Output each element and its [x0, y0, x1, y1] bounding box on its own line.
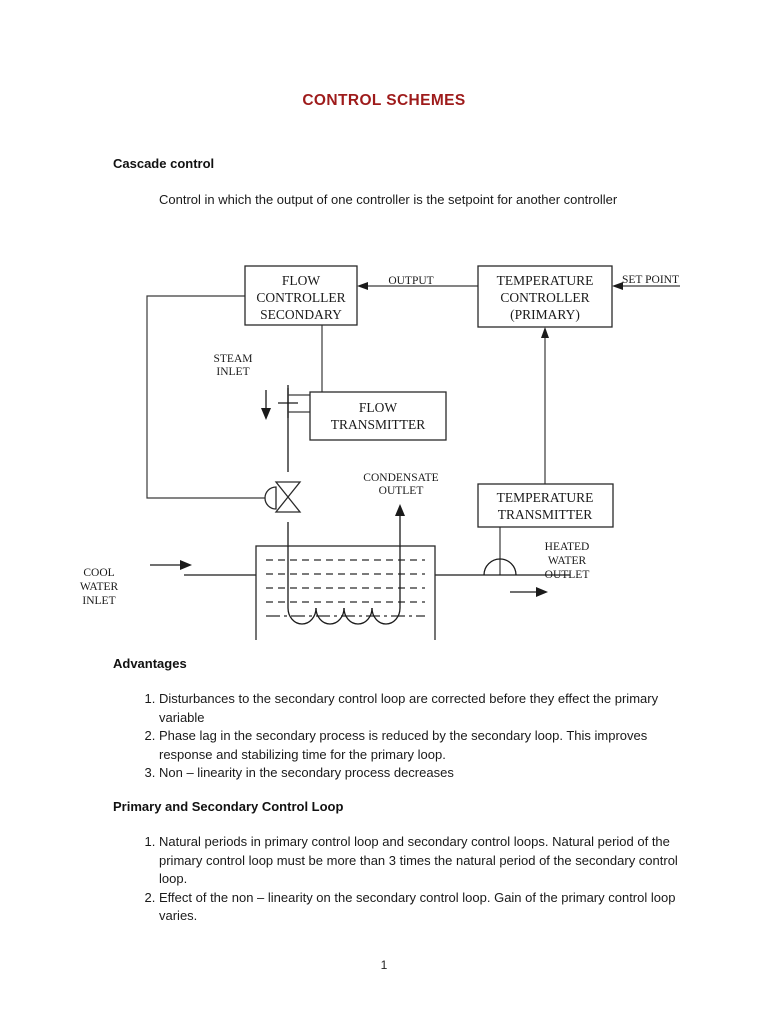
control-valve-body-lower: [274, 495, 302, 513]
condensate-outlet-label-line2: OUTLET: [379, 485, 424, 497]
temperature-feedback-arrowhead: [541, 327, 549, 338]
list-item: Natural periods in primary control loop …: [159, 833, 679, 889]
list-item: Effect of the non – linearity on the sec…: [159, 889, 679, 926]
flow-transmitter-box: [309, 391, 447, 441]
temperature-controller-box: [477, 265, 613, 328]
temperature-controller-label-line3: (PRIMARY): [510, 307, 580, 322]
flow-controller-label-line2: CONTROLLER: [256, 290, 345, 305]
flow-controller-label-line1: FLOW: [282, 273, 321, 288]
cascade-control-loop-diagram: FLOW CONTROLLER SECONDARY TEMPERATURE CO…: [0, 240, 768, 640]
flow-controller-label-line3: SECONDARY: [260, 307, 342, 322]
section-heading-cascade-control: Cascade control: [113, 156, 215, 171]
temperature-transmitter-label-line1: TEMPERATURE: [497, 490, 594, 505]
heating-coil-loop-3: [343, 607, 373, 625]
primary-secondary-loop-list: Natural periods in primary control loop …: [131, 833, 679, 926]
cool-water-inlet-label-line2: WATER: [80, 581, 119, 593]
advantages-list: Disturbances to the secondary control lo…: [131, 690, 679, 783]
cascade-control-description: Control in which the output of one contr…: [159, 192, 618, 207]
flow-controller-box: [244, 265, 358, 326]
heating-coil-loop-1: [287, 607, 317, 625]
condensate-outlet-label-line1: CONDENSATE: [363, 472, 438, 484]
section-heading-advantages: Advantages: [113, 656, 187, 671]
list-item: Non – linearity in the secondary process…: [159, 764, 679, 783]
heated-water-outlet-label-line3: OUTLET: [545, 569, 590, 581]
secondary-feedback-line: [146, 295, 265, 499]
temperature-controller-label-line2: CONTROLLER: [500, 290, 589, 305]
heated-water-outlet-label-line1: HEATED: [545, 541, 590, 553]
output-arrowhead: [357, 282, 368, 290]
cool-water-inlet-label-line1: COOL: [83, 567, 114, 579]
cool-water-arrowhead: [180, 560, 192, 570]
cool-water-inlet-label-line3: INLET: [82, 595, 115, 607]
temperature-controller-label-line1: TEMPERATURE: [497, 273, 594, 288]
heated-water-arrowhead: [536, 587, 548, 597]
list-item: Disturbances to the secondary control lo…: [159, 690, 679, 727]
control-valve-body-upper: [274, 481, 302, 499]
temperature-transmitter-box: [477, 483, 614, 528]
page-title: CONTROL SCHEMES: [302, 92, 466, 109]
list-item: Phase lag in the secondary process is re…: [159, 727, 679, 764]
page-number: 1: [380, 958, 388, 972]
set-point-label: SET POINT: [622, 274, 679, 286]
set-point-arrowhead: [612, 282, 623, 290]
steam-inlet-label-line2: INLET: [216, 366, 249, 378]
flow-transmitter-label-line1: FLOW: [359, 400, 398, 415]
temperature-sensor-element: [483, 558, 517, 576]
section-heading-primary-secondary-control-loop: Primary and Secondary Control Loop: [113, 799, 344, 814]
steam-flow-arrowhead: [261, 408, 271, 420]
heated-water-outlet-label-line2: WATER: [548, 555, 587, 567]
flow-transmitter-label-line2: TRANSMITTER: [331, 417, 426, 432]
heating-coil-loop-4: [371, 607, 401, 625]
condensate-outlet-arrowhead: [395, 504, 405, 516]
heat-exchanger-vessel: [255, 545, 436, 640]
heating-coil-loop-2: [315, 607, 345, 625]
control-valve-actuator: [264, 486, 277, 510]
temperature-transmitter-label-line2: TRANSMITTER: [498, 507, 593, 522]
output-label: OUTPUT: [388, 275, 433, 287]
steam-inlet-label-line1: STEAM: [214, 353, 253, 365]
